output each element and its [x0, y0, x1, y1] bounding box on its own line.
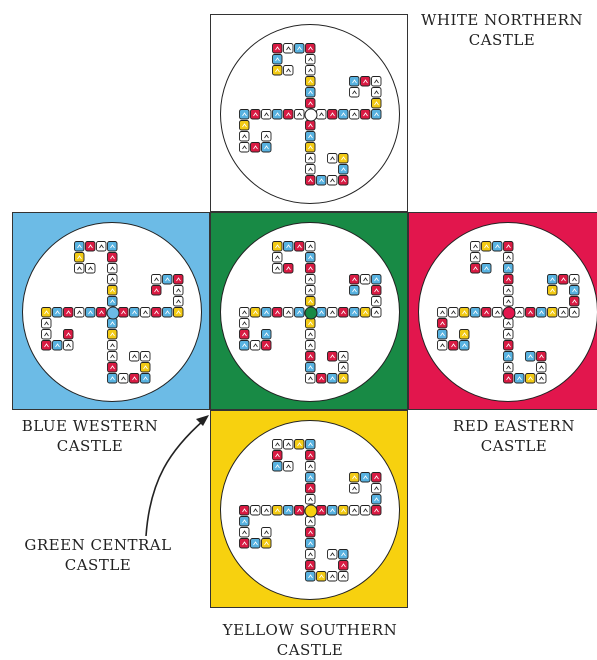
arrow-head	[196, 415, 209, 426]
arrow-shaft	[146, 420, 204, 536]
